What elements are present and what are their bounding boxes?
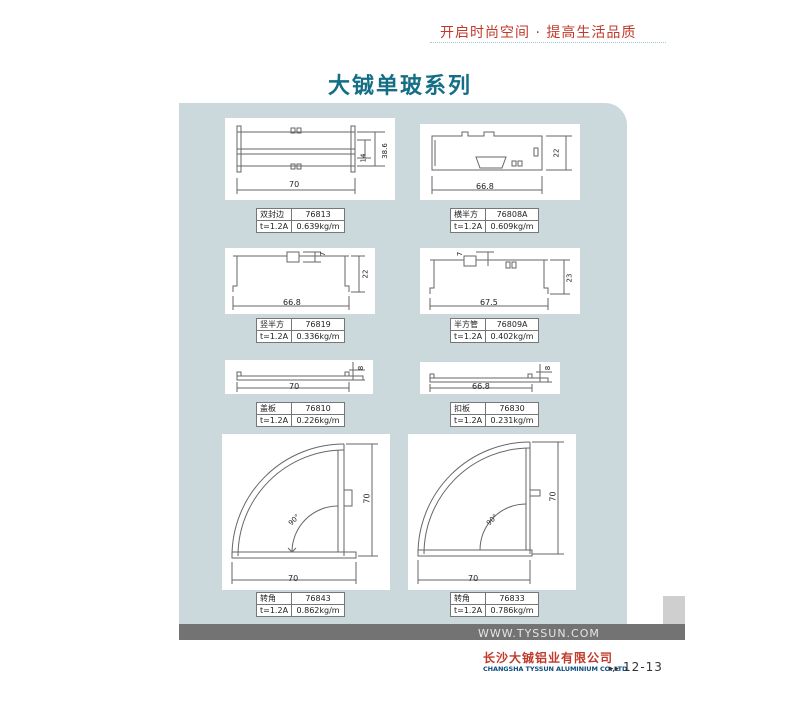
profile-code: 76810	[291, 402, 346, 415]
dimension-label: 66.8	[283, 298, 301, 307]
profile-drawing	[417, 441, 564, 584]
profile-weight: 0.609kg/m	[485, 220, 540, 233]
profile-name: 转角	[449, 592, 487, 605]
dimension-label: 22	[552, 148, 561, 158]
profile-code: 76809A	[485, 318, 540, 331]
profile-card: 66.8 22	[420, 124, 580, 200]
dimension-label: 70	[289, 382, 300, 391]
profile-thickness: t=1.2A	[449, 604, 487, 617]
profile-name: 扣板	[449, 402, 487, 415]
profile-code: 76819	[291, 318, 346, 331]
dimension-label: 66.8	[472, 382, 490, 391]
profile-weight: 0.231kg/m	[485, 414, 540, 427]
profile-drawing	[236, 125, 385, 194]
profile-drawing	[231, 443, 378, 584]
dimension-label: 7	[456, 251, 465, 257]
company-name-cn: 长沙大铖铝业有限公司	[483, 651, 614, 665]
profile-thickness: t=1.2A	[255, 604, 293, 617]
website-link[interactable]: WWW.TYSSUN.COM	[478, 627, 600, 640]
slogan-divider	[430, 42, 666, 43]
profile-drawing	[429, 251, 570, 310]
dimension-label: 38.6	[380, 143, 389, 159]
page-title: 大铖单玻系列	[327, 74, 472, 99]
profile-card: 66.8 8	[420, 362, 560, 394]
profile-drawing	[429, 364, 552, 392]
profile-card: 70 70 90°	[222, 434, 390, 590]
dimension-label: 70	[468, 574, 479, 583]
profile-card: 66.8 7 22	[225, 248, 375, 314]
profile-code: 76833	[485, 592, 540, 605]
dimension-label: 14	[359, 153, 368, 163]
profile-weight: 0.862kg/m	[291, 604, 346, 617]
dimension-label: 70	[288, 574, 299, 583]
profile-weight: 0.226kg/m	[291, 414, 346, 427]
website-bar	[179, 624, 685, 640]
dimension-label: 8	[357, 365, 366, 371]
profile-name: 双封边	[255, 208, 293, 221]
profile-drawing	[236, 362, 365, 392]
profile-card: 67.5 7 23	[420, 248, 580, 314]
profile-code: 76843	[291, 592, 346, 605]
profile-weight: 0.786kg/m	[485, 604, 540, 617]
profile-card: 70 70 90°	[408, 434, 576, 590]
profile-drawing	[431, 131, 572, 194]
double-chevron-right-icon: ▸▸	[609, 664, 621, 674]
profile-drawing	[232, 251, 365, 310]
profile-code: 76813	[291, 208, 346, 221]
dimension-label: 8	[544, 365, 553, 371]
dimension-label: 70	[362, 493, 372, 504]
profile-weight: 0.336kg/m	[291, 330, 346, 343]
dimension-label: 67.5	[480, 298, 498, 307]
dimension-label: 22	[361, 269, 370, 279]
company-name-en: CHANGSHA TYSSUN ALUMINIUM CO.,LTD.	[483, 665, 630, 673]
profile-name: 半方管	[449, 318, 487, 331]
profile-code: 76830	[485, 402, 540, 415]
page-numbers: ▸▸12-13	[609, 660, 663, 674]
dimension-label: 70	[548, 491, 558, 502]
profile-thickness: t=1.2A	[449, 414, 487, 427]
profile-name: 横半方	[449, 208, 487, 221]
profile-name: 盖板	[255, 402, 293, 415]
profile-thickness: t=1.2A	[255, 220, 293, 233]
profile-thickness: t=1.2A	[449, 220, 487, 233]
profile-weight: 0.639kg/m	[291, 220, 346, 233]
dimension-label: 70	[289, 180, 300, 189]
profile-thickness: t=1.2A	[449, 330, 487, 343]
profile-card: 70 14 38.6	[225, 118, 395, 200]
profile-thickness: t=1.2A	[255, 414, 293, 427]
dimension-label: 7	[319, 251, 328, 257]
page-number-text: 12-13	[623, 660, 663, 674]
profile-card: 70 8	[225, 360, 373, 394]
profile-weight: 0.402kg/m	[485, 330, 540, 343]
profile-name: 转角	[255, 592, 293, 605]
profile-thickness: t=1.2A	[255, 330, 293, 343]
profile-name: 竖半方	[255, 318, 293, 331]
dimension-label: 23	[565, 273, 574, 283]
dimension-label: 66.8	[476, 182, 494, 191]
profile-code: 76808A	[485, 208, 540, 221]
slogan: 开启时尚空间 · 提高生活品质	[440, 25, 637, 41]
